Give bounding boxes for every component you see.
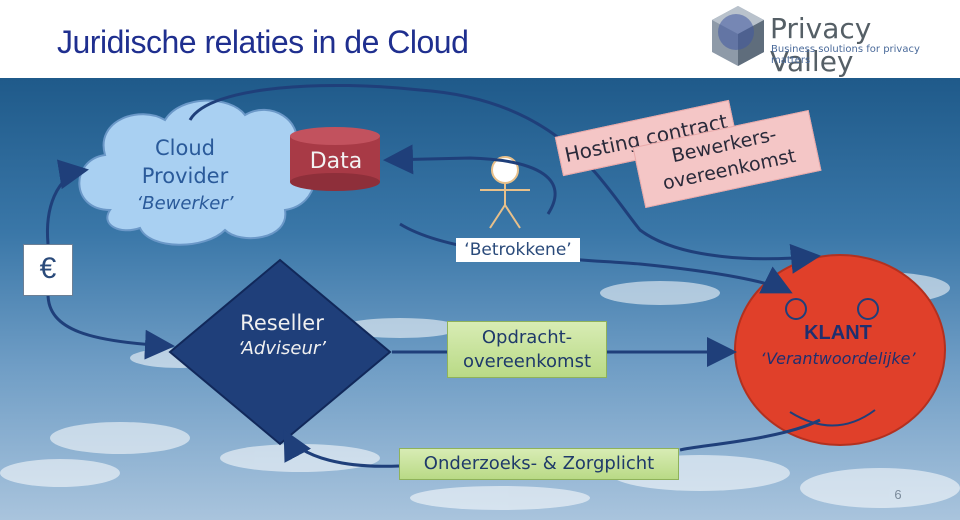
opdracht-line1: Opdracht- — [481, 327, 573, 348]
cloud-provider-line1: Cloud — [155, 136, 215, 160]
euro-box: € — [23, 244, 73, 296]
arrow-euro-to-reseller — [46, 293, 175, 360]
onderzoeks-zorgplicht-box: Onderzoeks- & Zorgplicht — [399, 448, 679, 480]
cloud-provider-label: Cloud Provider ‘Bewerker’ — [120, 134, 250, 218]
privacy-valley-logo-icon — [712, 6, 764, 66]
opdrachtovereenkomst-box: Opdracht- overeenkomst — [447, 321, 607, 378]
slide-header: Juridische relaties in de Cloud Privacy … — [0, 0, 960, 78]
klant-label: KLANT ‘Verantwoordelijke’ — [748, 320, 928, 372]
arrow-euro-to-cloud — [46, 159, 89, 245]
arrow-klant-to-reseller — [285, 420, 821, 468]
cloud-provider-role: ‘Bewerker’ — [136, 193, 234, 214]
data-cylinder — [290, 127, 380, 191]
betrokkene-label: ‘Betrokkene’ — [456, 238, 580, 262]
reseller-role: ‘Adviseur’ — [238, 338, 326, 359]
cloud-provider-line2: Provider — [141, 164, 229, 188]
slide-title: Juridische relaties in de Cloud — [57, 24, 469, 60]
arrow-betrokkene-to-data — [383, 144, 557, 215]
logo-tagline: Business solutions for privacy matters — [771, 44, 920, 66]
arrow-betrokkene-to-klant — [399, 222, 793, 294]
opdracht-line2: overeenkomst — [462, 351, 592, 372]
logo-name: Privacy Valley — [770, 12, 872, 78]
klant-role: ‘Verantwoordelijke’ — [760, 349, 916, 368]
betrokkene-stick-figure-icon — [480, 156, 530, 229]
reseller-label: Reseller ‘Adviseur’ — [212, 310, 352, 362]
data-label: Data — [309, 149, 363, 174]
page-number: 6 — [894, 487, 902, 502]
klant-line1: KLANT — [804, 322, 872, 344]
reseller-line1: Reseller — [240, 311, 324, 335]
klant-face — [734, 254, 946, 446]
